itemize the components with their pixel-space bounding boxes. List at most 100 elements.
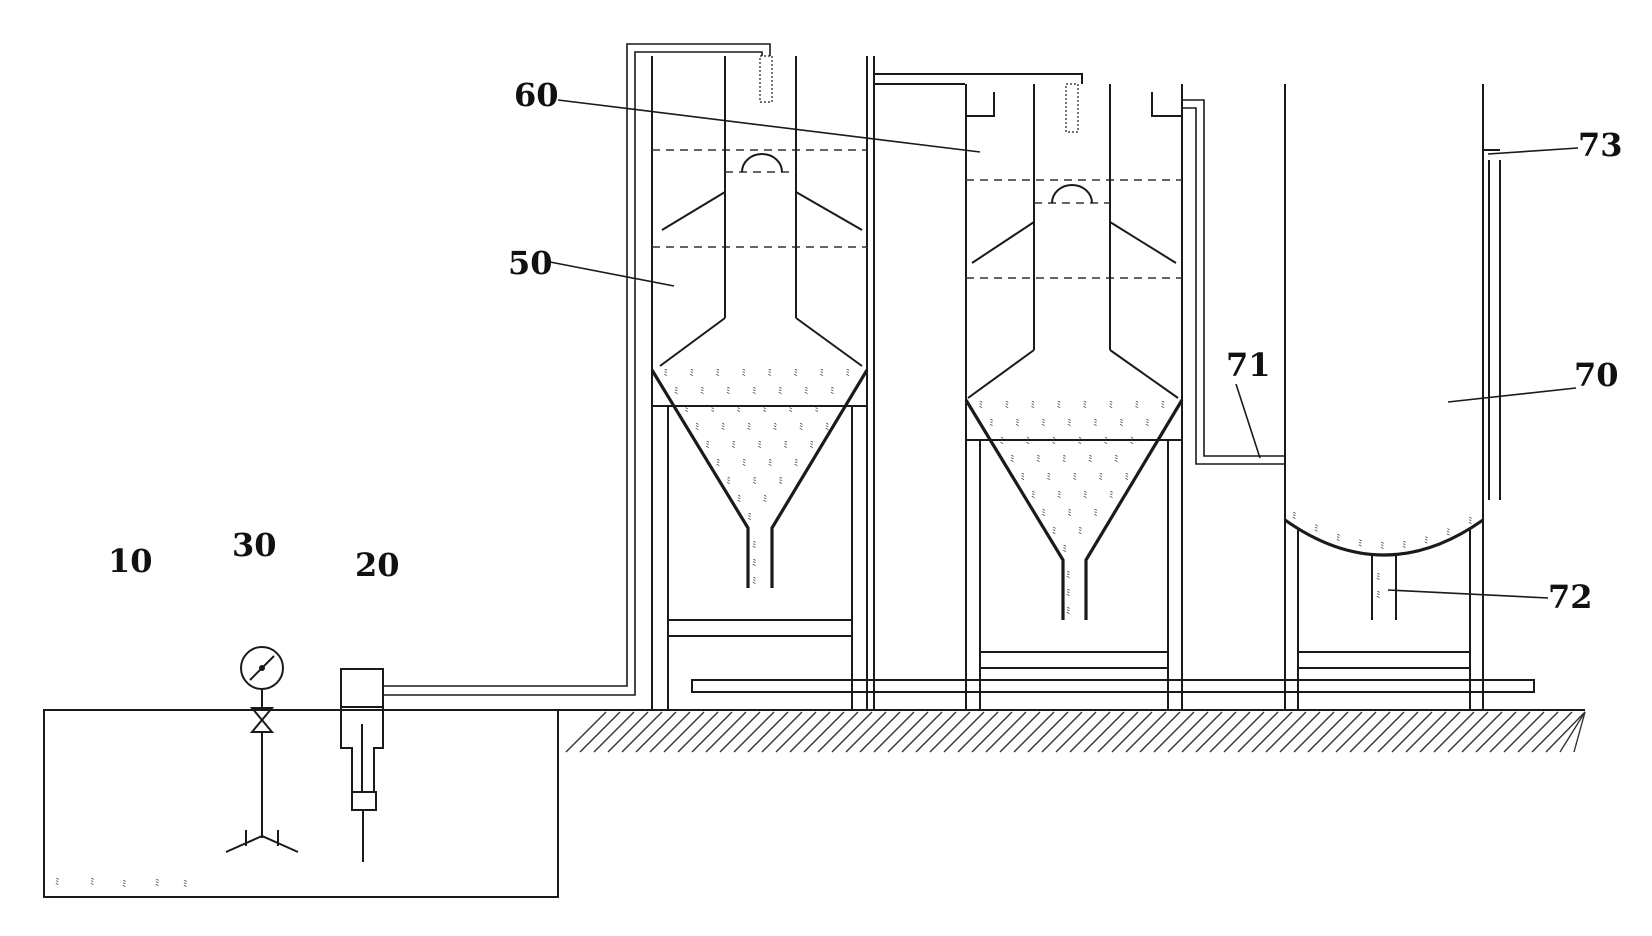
sludge-mark: ﾐ (763, 495, 768, 505)
hatch-line (1209, 711, 1251, 753)
pressure-gauge-assembly (225, 646, 299, 853)
hatch-line (1027, 711, 1069, 753)
sludge-mark: ﾐ (1073, 473, 1078, 483)
hatch-line (1055, 711, 1097, 753)
first-reactor: ﾐﾐﾐﾐﾐﾐﾐﾐﾐﾐﾐﾐﾐﾐﾐﾐﾐﾐﾐﾐﾐﾐﾐﾐﾐﾐﾐﾐﾐﾐﾐﾐﾐﾐﾐﾐﾐﾐﾐﾐ… (650, 56, 869, 710)
hatch-line (971, 711, 1013, 753)
sludge-mark: ﾐ (1057, 401, 1062, 411)
sludge-mark: ﾐ (768, 459, 773, 469)
second-reactor-sludge: ﾐﾐﾐﾐﾐﾐﾐﾐﾐﾐﾐﾐﾐﾐﾐﾐﾐﾐﾐﾐﾐﾐﾐﾐﾐﾐﾐﾐﾐﾐﾐﾐﾐﾐﾐﾐﾐﾐﾐﾐ… (979, 401, 1166, 617)
ground-hatching (565, 711, 1586, 753)
svg-text:ﾐ: ﾐ (155, 879, 160, 889)
sludge-mark: ﾐ (689, 369, 694, 379)
hatch-line (705, 711, 747, 753)
hatch-line (859, 711, 901, 753)
sludge-mark: ﾐ (1057, 491, 1062, 501)
hatch-line (579, 711, 621, 753)
hatch-line (747, 711, 789, 753)
sludge-mark: ﾐ (1000, 437, 1005, 447)
sludge-mark: ﾐ (752, 559, 757, 569)
sludge-mark: ﾐ (845, 369, 850, 379)
label-pump: 20 (355, 546, 400, 584)
sludge-mark: ﾐ (1125, 473, 1130, 483)
hatch-line (677, 711, 719, 753)
sludge-mark: ﾐ (1078, 527, 1083, 537)
sludge-mark: ﾐ (1109, 491, 1114, 501)
hatch-line (999, 711, 1041, 753)
hatch-line (1545, 711, 1586, 753)
hatch-line (1363, 711, 1405, 753)
sludge-mark: ﾐ (695, 423, 700, 433)
hatch-line (1125, 711, 1167, 753)
hatch-line (1307, 711, 1349, 753)
label-vessel: 70 (1574, 356, 1619, 394)
sludge-mark: ﾐ (752, 577, 757, 587)
sludge-mark: ﾐ (1314, 525, 1319, 535)
sludge-mark: ﾐ (794, 459, 799, 469)
hatch-line (1433, 711, 1475, 753)
tank: ﾐﾐﾐﾐﾐ (43, 709, 559, 898)
label-first-reactor: 50 (508, 244, 553, 282)
sludge-mark: ﾐ (1358, 540, 1363, 550)
sludge-mark: ﾐ (773, 423, 778, 433)
sludge-mark: ﾐ (1010, 455, 1015, 465)
sludge-mark: ﾐ (731, 441, 736, 451)
hatch-line (1489, 711, 1531, 753)
sludge-mark: ﾐ (819, 369, 824, 379)
hatch-line (1041, 711, 1083, 753)
sludge-mark: ﾐ (1336, 534, 1341, 544)
sludge-mark: ﾐ (1067, 419, 1072, 429)
sludge-mark: ﾐ (684, 405, 689, 415)
inlet-pipe (1182, 99, 1285, 465)
hatch-line (1251, 711, 1293, 753)
sludge-mark: ﾐ (1052, 437, 1057, 447)
hatch-line (761, 711, 803, 753)
hatch-line (565, 711, 607, 753)
label-second-reactor: 60 (514, 76, 559, 114)
sludge-mark: ﾐ (705, 441, 710, 451)
sludge-mark: ﾐ (710, 405, 715, 415)
sludge-mark: ﾐ (716, 459, 721, 469)
labels: 10 30 20 50 60 70 71 72 73 (108, 76, 1623, 616)
sludge-mark: ﾐ (1078, 437, 1083, 447)
hatch-line (1153, 711, 1195, 753)
sludge-mark: ﾐ (1099, 473, 1104, 483)
hatch-line (1139, 711, 1181, 753)
hatch-line (803, 711, 845, 753)
sludge-mark: ﾐ (1083, 401, 1088, 411)
sludge-mark: ﾐ (1066, 589, 1071, 599)
sludge-mark: ﾐ (752, 387, 757, 397)
label-gauge: 30 (232, 526, 277, 564)
hatch-line (1503, 711, 1545, 753)
sludge-mark: ﾐ (762, 405, 767, 415)
sludge-mark: ﾐ (1114, 455, 1119, 465)
sludge-mark: ﾐ (1135, 401, 1140, 411)
sludge-mark: ﾐ (1292, 512, 1297, 522)
svg-text:ﾐ: ﾐ (183, 880, 188, 890)
sludge-mark: ﾐ (1031, 491, 1036, 501)
sludge-mark: ﾐ (1402, 541, 1407, 551)
sludge-mark: ﾐ (783, 441, 788, 451)
sludge-mark: ﾐ (1066, 607, 1071, 617)
hatch-line (957, 711, 999, 753)
hatch-line (691, 711, 733, 753)
hatch-line (1405, 711, 1447, 753)
hatch-line (1167, 711, 1209, 753)
hatch-line (1237, 711, 1279, 753)
vessel: ﾐﾐﾐﾐﾐﾐﾐﾐﾐﾐﾐ (1284, 84, 1501, 710)
sludge-mark: ﾐ (741, 369, 746, 379)
hatch-line (607, 711, 649, 753)
sludge-mark: ﾐ (1161, 401, 1166, 411)
hatch-line (1573, 711, 1586, 753)
sludge-mark: ﾐ (1376, 591, 1381, 601)
sludge-mark: ﾐ (979, 401, 984, 411)
sludge-mark: ﾐ (809, 441, 814, 451)
sludge-mark: ﾐ (1093, 509, 1098, 519)
sludge-mark: ﾐ (788, 405, 793, 415)
sludge-mark: ﾐ (1041, 509, 1046, 519)
hatch-line (1195, 711, 1237, 753)
label-overflow-pipe: 73 (1578, 126, 1623, 164)
hatch-line (943, 711, 985, 753)
label-outlet-pipe: 72 (1548, 578, 1593, 616)
sludge-mark: ﾐ (1083, 491, 1088, 501)
